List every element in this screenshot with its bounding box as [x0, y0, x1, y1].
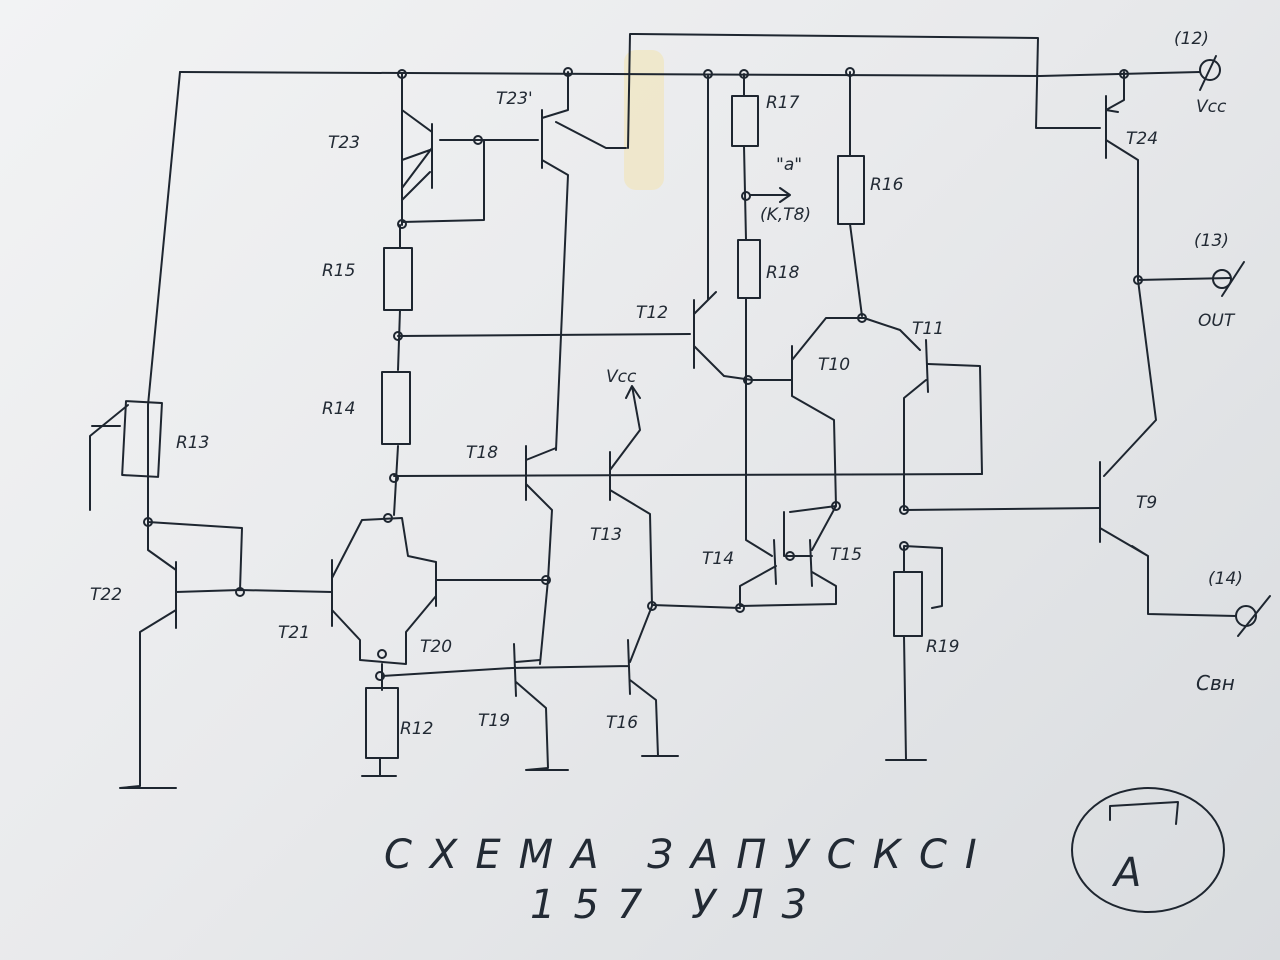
t21-t20-diamond — [331, 517, 549, 691]
label-t20: T20 — [420, 637, 452, 657]
pin-vcc-symbol — [1199, 55, 1221, 91]
left-column-wire — [393, 224, 401, 516]
r19-circuit — [885, 507, 1101, 761]
label-t10: T10 — [818, 355, 850, 375]
r17-resistor — [731, 95, 759, 147]
r13-resistor — [121, 400, 163, 478]
label-r14: R14 — [322, 399, 355, 419]
t23-circuit — [401, 73, 485, 226]
left-rail — [147, 71, 181, 406]
r16-resistor — [837, 155, 865, 225]
r13-circuit — [89, 404, 243, 591]
schematic-title-line2: 157 УЛ3 — [530, 882, 825, 928]
label-t15: T15 — [830, 545, 862, 565]
t12-transistor — [693, 75, 753, 381]
r14-resistor — [381, 371, 411, 445]
label-vcc-inner: Vcc — [606, 367, 637, 387]
label-r12: R12 — [400, 719, 433, 739]
out-wire — [1137, 277, 1231, 281]
label-r17: R17 — [766, 93, 800, 113]
r18-resistor — [737, 239, 761, 299]
label-a-mark: "a" — [776, 155, 802, 175]
correction-mark — [624, 50, 664, 190]
t14-t15-transistors — [739, 379, 837, 607]
junction-nodes — [143, 67, 1143, 681]
schematic-title-line1: СХЕМА ЗАПУСКСI — [384, 832, 995, 878]
svg-text:А: А — [1111, 850, 1141, 896]
pin-out-symbol — [1212, 261, 1245, 297]
label-t18: T18 — [466, 443, 498, 463]
label-t19: T19 — [478, 711, 510, 731]
t18-transistor — [525, 445, 557, 665]
t9-to-c-wire — [1099, 527, 1237, 617]
r12-resistor — [365, 687, 399, 759]
r15-resistor — [383, 247, 413, 311]
r15-r14-node-wire — [397, 333, 691, 337]
t23p-circuit — [483, 71, 627, 451]
r17-r18-wire — [743, 73, 747, 381]
label-t11: T11 — [912, 319, 944, 339]
pin-vcc-number: (12) — [1174, 29, 1209, 49]
label-k-t8: (K,T8) — [760, 205, 811, 225]
top-loop-wire — [627, 33, 1101, 149]
label-t21: T21 — [278, 623, 310, 643]
pin-c-number: (14) — [1208, 569, 1243, 589]
t13-transistor — [609, 385, 653, 606]
t10-transistor — [751, 317, 865, 507]
label-t12: T12 — [636, 303, 668, 323]
r19-resistor — [893, 571, 923, 637]
t19-t16-transistors — [381, 605, 679, 771]
label-r18: R18 — [766, 263, 800, 283]
label-t9: T9 — [1136, 493, 1157, 513]
t14-t15-to-t13-wire — [651, 604, 741, 609]
t22-transistor — [119, 521, 333, 789]
r16-wire — [849, 71, 863, 317]
signature-logo: А — [1071, 787, 1225, 913]
label-t23p: T23' — [496, 89, 533, 109]
label-t22: T22 — [90, 585, 122, 605]
label-t14: T14 — [702, 549, 734, 569]
label-t13: T13 — [590, 525, 622, 545]
label-t23: T23 — [328, 133, 360, 153]
label-r19: R19 — [926, 637, 959, 657]
label-t24: T24 — [1126, 129, 1158, 149]
pin-vcc-label: Vcc — [1196, 97, 1227, 117]
r12-ground — [361, 757, 397, 777]
pin-c-label: Свн — [1196, 671, 1235, 695]
label-r13: R13 — [176, 433, 209, 453]
pin-out-number: (13) — [1194, 231, 1229, 251]
label-r16: R16 — [870, 175, 904, 195]
pin-out-label: OUT — [1198, 311, 1236, 331]
label-r15: R15 — [322, 261, 355, 281]
mid-bus — [393, 473, 983, 477]
pin-c-symbol — [1235, 595, 1271, 637]
t11-transistor — [863, 317, 983, 511]
a-probe-arrow — [749, 187, 791, 203]
label-t16: T16 — [606, 713, 638, 733]
vcc-rail — [179, 71, 1201, 77]
